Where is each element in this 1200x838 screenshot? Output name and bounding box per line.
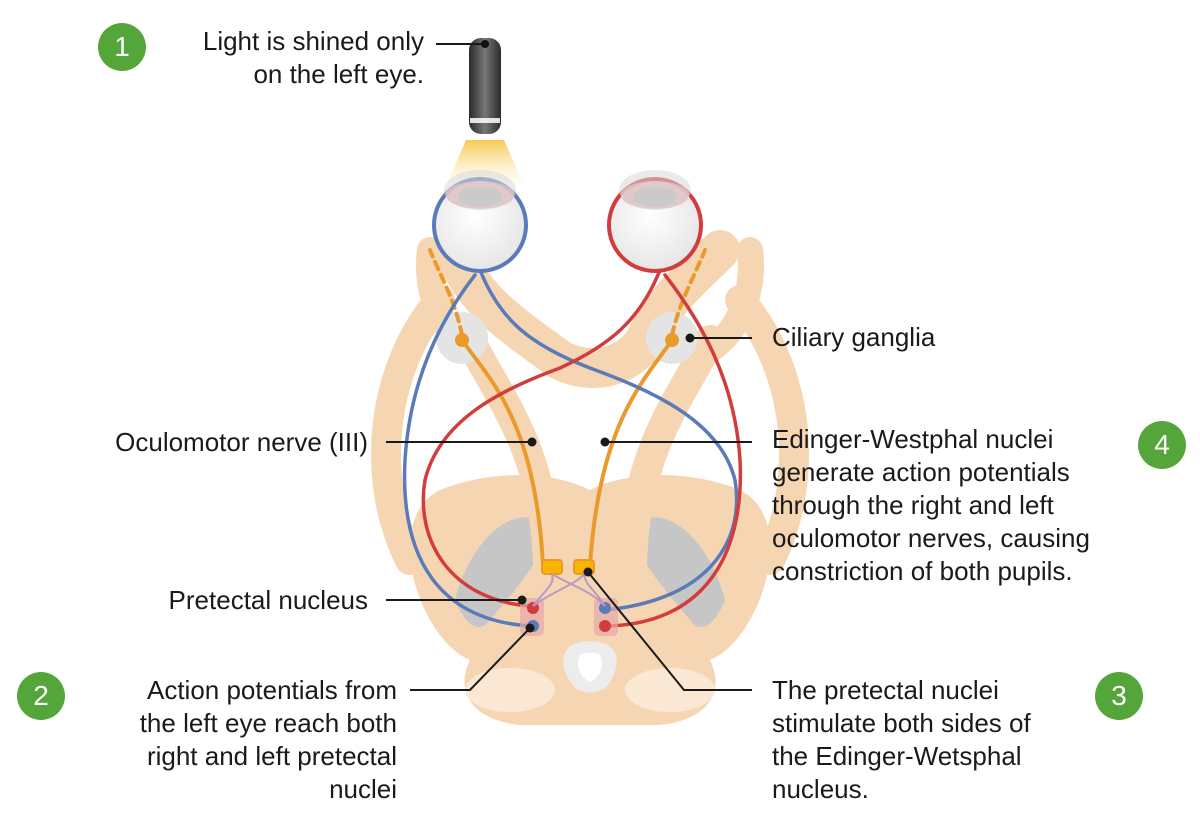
pretectal-nucleus-label: Pretectal nucleus: [168, 585, 368, 615]
penlight-icon: [445, 38, 525, 188]
leader-lines: [386, 43, 752, 691]
step-4-text: Edinger-Westphal nuclei generate action …: [772, 423, 1090, 588]
step-3-line-1: The pretectal nuclei: [772, 675, 999, 705]
left-eye-pathway: [402, 268, 739, 628]
step-3-line-2: stimulate both sides of: [772, 708, 1031, 738]
left-edinger-westphal-nucleus: [541, 559, 563, 575]
step-4-line-5: constriction of both pupils.: [772, 556, 1073, 586]
step-4-line-4: oculomotor nerves, causing: [772, 523, 1090, 553]
step-1-line-2: on the left eye.: [253, 59, 424, 89]
step-3-badge: 3: [1095, 672, 1143, 720]
step-3-line-3: the Edinger-Wetsphal: [772, 741, 1022, 771]
step-2-line-2: the left eye reach both: [139, 708, 397, 738]
step-1-line-1: Light is shined only: [202, 26, 424, 56]
step-2-badge: 2: [17, 672, 65, 720]
ciliary-ganglia-label: Ciliary ganglia: [772, 322, 936, 352]
step-1-badge: 1: [98, 23, 146, 71]
step-4-line-1: Edinger-Westphal nuclei: [772, 424, 1054, 454]
pretectal-projections: [532, 573, 606, 607]
step-2-line-1: Action potentials from: [146, 675, 397, 705]
step-4-badge: 4: [1138, 421, 1186, 469]
step-4-line-2: generate action potentials: [772, 457, 1070, 487]
step-4-line-3: through the right and left: [772, 490, 1054, 520]
right-grey-matter: [633, 517, 725, 628]
step-2-text: Action potentials from the left eye reac…: [140, 674, 397, 806]
oculomotor-pathway: [428, 248, 707, 567]
step-2-line-4: nuclei: [329, 774, 397, 804]
right-eye-pathway: [421, 268, 743, 628]
step-1-text: Light is shined only on the left eye.: [203, 25, 424, 91]
step-3-line-4: nucleus.: [772, 774, 869, 804]
left-eye: [432, 170, 528, 273]
oculomotor-nerve-label: Oculomotor nerve (III): [115, 427, 368, 457]
right-eye: [607, 170, 703, 273]
midbrain: [409, 475, 771, 725]
step-3-text: The pretectal nuclei stimulate both side…: [772, 674, 1031, 806]
step-2-line-3: right and left pretectal: [146, 741, 397, 771]
